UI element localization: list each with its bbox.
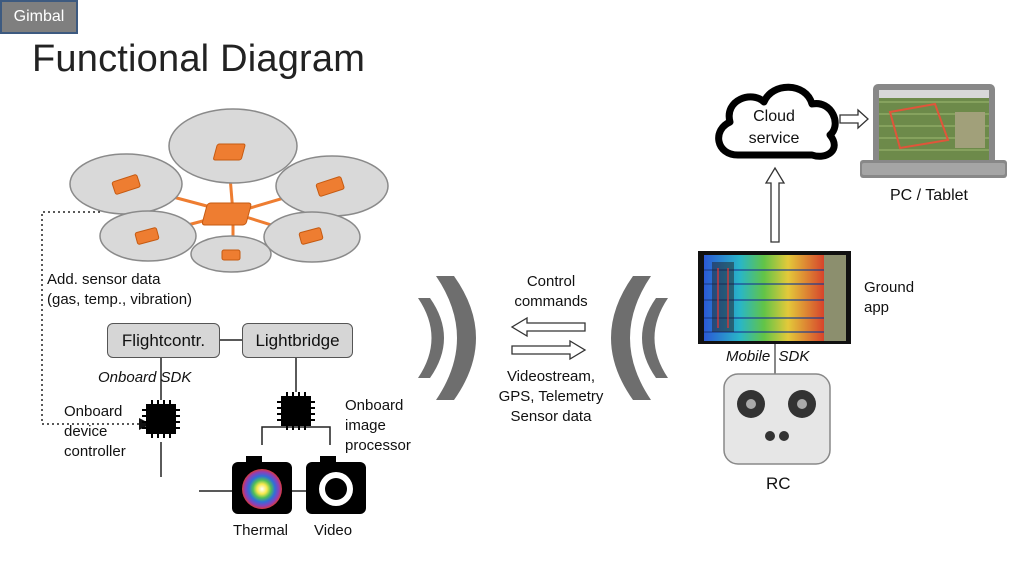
tablet-icon bbox=[698, 251, 851, 344]
upload-arrow bbox=[764, 166, 786, 243]
sensor-data-label: Add. sensor data (gas, temp., vibration) bbox=[47, 271, 193, 308]
flightcontroller-box: Flightcontr. bbox=[107, 323, 220, 358]
cloud-service-label: Cloud service bbox=[748, 108, 800, 147]
cloud-icon bbox=[715, 83, 839, 160]
video-label: Video bbox=[314, 522, 353, 539]
signal-waves-icon bbox=[611, 276, 668, 400]
onboard-sdk-label: Onboard SDK bbox=[98, 369, 192, 386]
rc-label: RC bbox=[766, 474, 791, 493]
downlink-label: Videostream, GPS, Telemetry Sensor data bbox=[498, 368, 604, 425]
ground-app-label: Ground app bbox=[864, 279, 915, 316]
video-camera-icon bbox=[306, 456, 366, 514]
page-title: Functional Diagram bbox=[32, 38, 366, 80]
signal-waves-icon bbox=[418, 276, 476, 400]
lightbridge-box: Lightbridge bbox=[242, 323, 353, 358]
uplink-arrow bbox=[510, 316, 586, 338]
remote-controller-icon bbox=[723, 373, 831, 465]
device-controller-label: Onboard device controller bbox=[64, 403, 126, 460]
downlink-arrow bbox=[511, 339, 587, 361]
chip-icon bbox=[142, 400, 180, 438]
connector-lines bbox=[160, 339, 331, 492]
chip-icon bbox=[277, 392, 315, 430]
sync-arrow bbox=[839, 108, 869, 130]
mobile-sdk-label: Mobile SDK bbox=[726, 348, 810, 365]
image-processor-label: Onboard image processor bbox=[345, 397, 411, 454]
laptop-icon bbox=[860, 84, 1007, 178]
pc-tablet-label: PC / Tablet bbox=[890, 187, 968, 204]
thermal-camera-icon bbox=[232, 456, 292, 514]
drone-icon bbox=[69, 108, 389, 273]
control-commands-label: Control commands bbox=[514, 273, 588, 310]
thermal-label: Thermal bbox=[233, 522, 289, 539]
gimbal-box: Gimbal bbox=[0, 0, 78, 34]
